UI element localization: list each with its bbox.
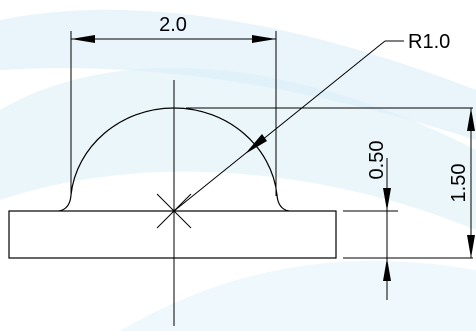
- radius-leader: R1.0: [173, 31, 450, 212]
- radius-arrow: [245, 134, 267, 154]
- width-arrow-right: [252, 35, 276, 43]
- total-height-arrow-down: [467, 235, 475, 258]
- dome-height-dimension: 0.50: [366, 141, 391, 300]
- total-height-dimension: 1.50: [448, 108, 475, 258]
- dome-height-arrow-up: [383, 258, 391, 281]
- total-height-label: 1.50: [448, 164, 470, 203]
- base-plate: [8, 210, 337, 259]
- radius-label: R1.0: [408, 31, 450, 53]
- dome-height-arrow-down: [383, 188, 391, 211]
- dome-height-label: 0.50: [366, 141, 388, 180]
- total-height-arrow-up: [467, 108, 475, 131]
- width-label: 2.0: [159, 14, 187, 36]
- width-arrow-left: [71, 35, 95, 43]
- width-dimension: 2.0: [70, 14, 277, 196]
